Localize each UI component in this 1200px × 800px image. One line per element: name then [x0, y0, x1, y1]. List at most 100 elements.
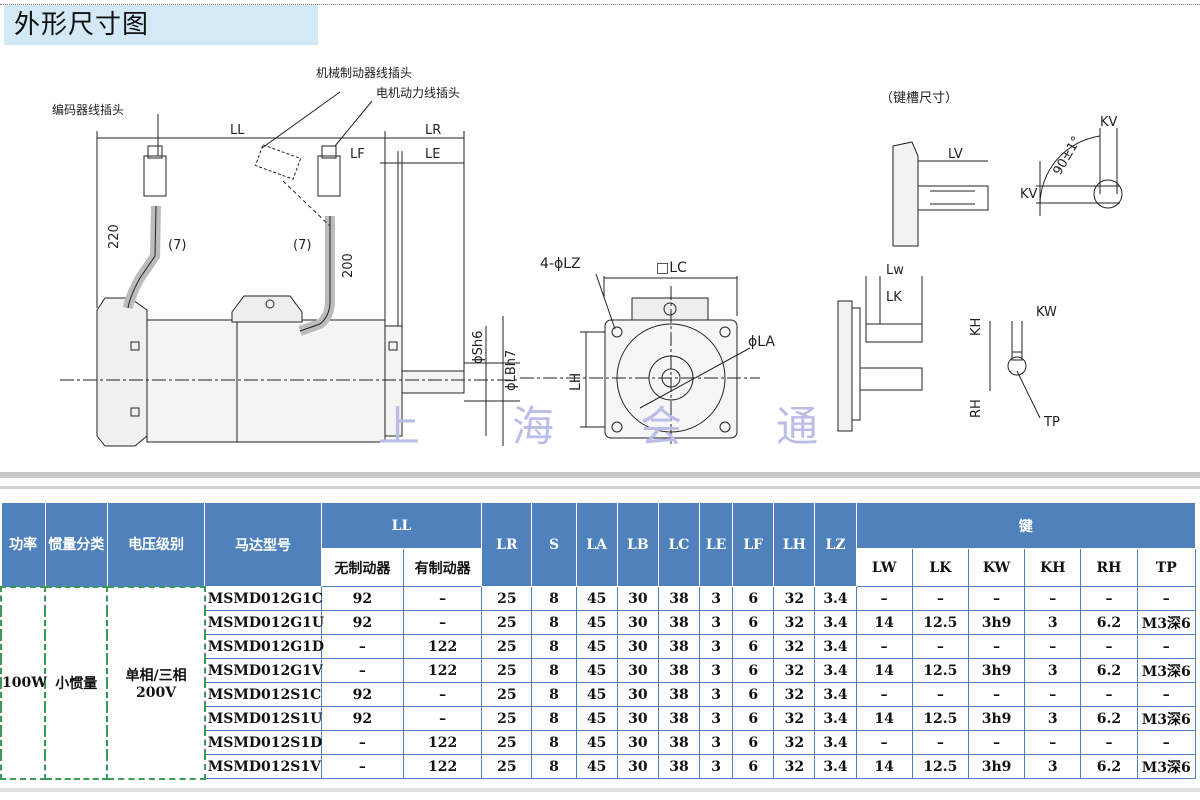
dim-TP: TP — [1043, 415, 1060, 430]
cell-s: 8 — [531, 706, 577, 731]
cell-lh: 32 — [773, 706, 816, 731]
cell-lb: 30 — [616, 706, 659, 731]
cell-rh: 6.2 — [1080, 754, 1138, 779]
cell-lf: 6 — [732, 730, 775, 755]
col-model: 马达型号 — [204, 502, 322, 587]
watermark-char-1: 上 — [378, 402, 420, 451]
dim-220: 220 — [107, 224, 122, 249]
cell-rh: – — [1080, 730, 1138, 755]
dim-LC: □LC — [656, 260, 687, 276]
cell-kh: 3 — [1024, 754, 1082, 779]
col-LF: LF — [732, 502, 775, 587]
cell-rh: – — [1080, 634, 1138, 659]
cell-lk: 12.5 — [911, 754, 969, 779]
cell-ll-b: 122 — [402, 730, 483, 755]
cell-kw: 3h9 — [967, 610, 1026, 635]
cell-lr: 25 — [481, 658, 533, 683]
cell-tp: – — [1136, 682, 1197, 707]
cell-ll-b: – — [402, 706, 483, 731]
cell-lc: 38 — [657, 634, 701, 659]
section-divider — [0, 472, 1200, 478]
cell-lb: 30 — [616, 586, 659, 611]
cell-le: 3 — [699, 730, 734, 755]
cell-lr: 25 — [481, 610, 533, 635]
cell-le: 3 — [699, 754, 734, 779]
col-LA: LA — [575, 502, 618, 587]
top-dotted-rule — [0, 4, 1200, 5]
page-title: 外形尺寸图 — [4, 5, 318, 45]
cell-lc: 38 — [657, 682, 701, 707]
cell-rh: 6.2 — [1080, 658, 1138, 683]
cell-model: MSMD012S1V — [204, 754, 322, 779]
cell-ll-nb: 92 — [320, 610, 404, 635]
dim-LH: LH — [568, 373, 584, 391]
cell-tp: M3深6 — [1136, 706, 1197, 731]
col-S: S — [531, 502, 577, 587]
cell-lh: 32 — [773, 658, 816, 683]
cell-rh: – — [1080, 586, 1138, 611]
cell-la: 45 — [575, 754, 618, 779]
cell-la: 45 — [575, 706, 618, 731]
cell-tp: M3深6 — [1136, 658, 1197, 683]
cell-lr: 25 — [481, 754, 533, 779]
col-KH: KH — [1024, 548, 1082, 587]
cell-lh: 32 — [773, 586, 816, 611]
cell-le: 3 — [699, 706, 734, 731]
cell-model: MSMD012G1D — [204, 634, 324, 659]
cell-tp: – — [1136, 634, 1197, 659]
col-LZ: LZ — [814, 502, 857, 587]
group-power: 100W — [0, 585, 47, 780]
section-divider-thin — [0, 486, 1200, 489]
cell-tp: M3深6 — [1136, 754, 1197, 779]
cell-lb: 30 — [616, 658, 659, 683]
col-power: 功率 — [0, 502, 46, 587]
cell-rh: – — [1080, 682, 1138, 707]
dim-KV-top: KV — [1100, 115, 1118, 130]
cell-s: 8 — [531, 634, 577, 659]
cell-ll-nb: 92 — [320, 706, 404, 731]
col-LK: LK — [911, 548, 969, 587]
cell-lr: 25 — [481, 682, 533, 707]
cell-lk: 12.5 — [911, 706, 969, 731]
cell-kh: – — [1024, 730, 1082, 755]
cell-lw: – — [855, 634, 913, 659]
cell-lr: 25 — [481, 634, 533, 659]
cell-lb: 30 — [616, 682, 659, 707]
cell-kw: 3h9 — [967, 658, 1026, 683]
dim-LV: LV — [948, 147, 963, 162]
cell-s: 8 — [531, 754, 577, 779]
dim-LR: LR — [425, 123, 441, 138]
cell-s: 8 — [531, 658, 577, 683]
cell-rh: 6.2 — [1080, 610, 1138, 635]
cell-s: 8 — [531, 586, 577, 611]
cell-lh: 32 — [773, 634, 816, 659]
cell-tp: – — [1136, 730, 1197, 755]
cell-lk: – — [911, 586, 969, 611]
dim-Sh6: ϕSh6 — [471, 331, 486, 364]
cell-lf: 6 — [732, 634, 775, 659]
cell-lr: 25 — [481, 586, 533, 611]
col-LB: LB — [616, 502, 659, 587]
cell-model: MSMD012G1V — [204, 658, 323, 683]
col-voltage: 电压级别 — [106, 502, 206, 587]
col-LL-brake: 有制动器 — [402, 548, 483, 587]
cell-ll-b: 122 — [402, 658, 483, 683]
cell-lh: 32 — [773, 754, 816, 779]
cell-ll-nb: – — [320, 658, 404, 683]
cell-s: 8 — [531, 610, 577, 635]
cell-lb: 30 — [616, 634, 659, 659]
cell-kh: 3 — [1024, 658, 1082, 683]
cell-la: 45 — [575, 610, 618, 635]
keyway-title: （键槽尺寸） — [880, 91, 958, 106]
cell-la: 45 — [575, 730, 618, 755]
cell-le: 3 — [699, 586, 734, 611]
cell-le: 3 — [699, 658, 734, 683]
cell-ll-b: – — [402, 682, 483, 707]
dim-KH: KH — [969, 318, 984, 336]
cell-ll-nb: – — [320, 634, 404, 659]
cell-la: 45 — [575, 586, 618, 611]
